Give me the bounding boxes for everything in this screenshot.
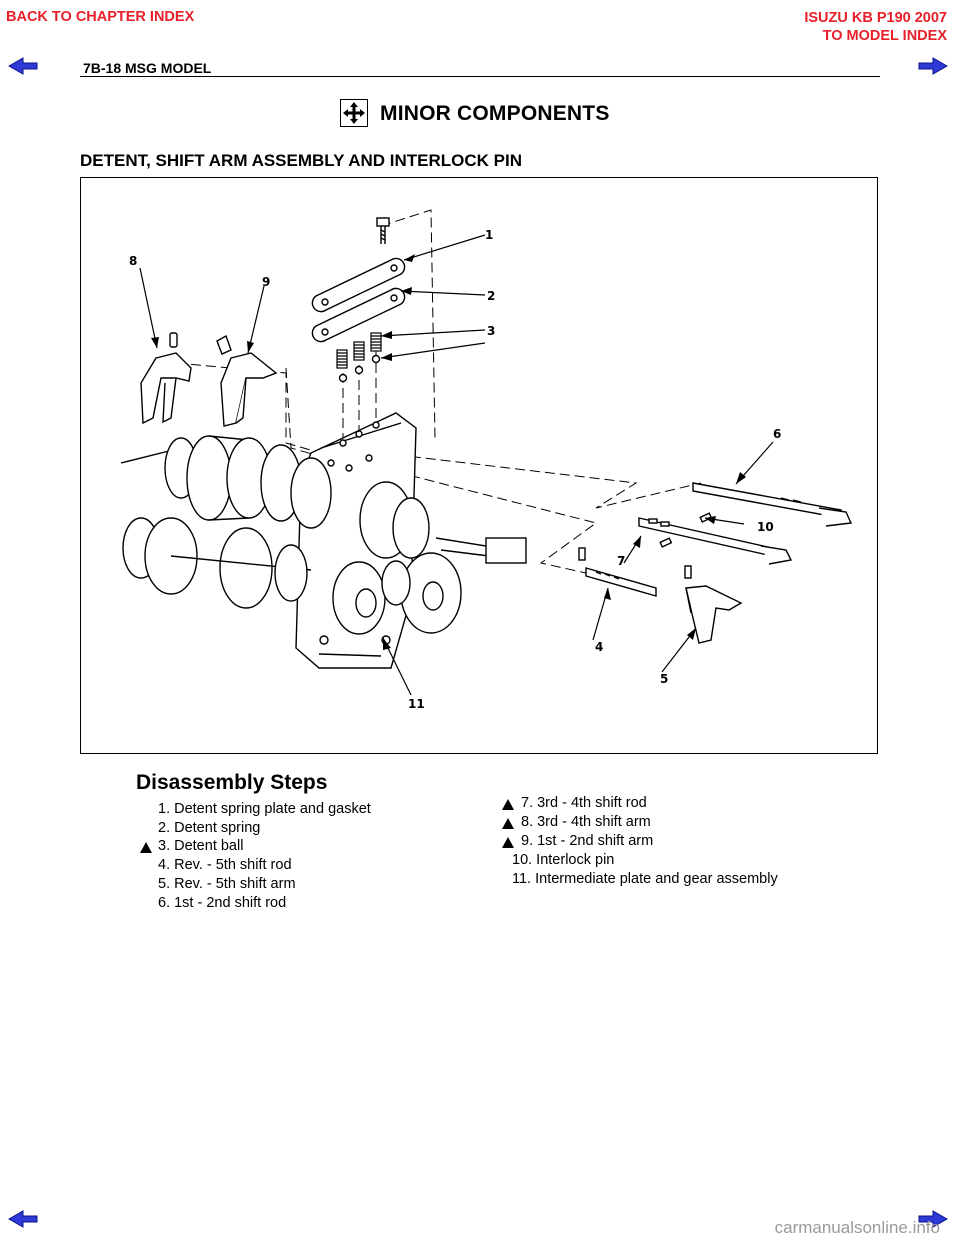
step-item: 2. Detent spring (158, 820, 261, 836)
callout-3: 3 (487, 324, 496, 338)
section-title: MINOR COMPONENTS (380, 102, 610, 125)
model-nav: ISUZU KB P190 2007 TO MODEL INDEX (804, 9, 947, 45)
step-item: 6. 1st - 2nd shift rod (158, 895, 287, 911)
move-arrows-icon (340, 99, 368, 127)
step-item: 9. 1st - 2nd shift arm (521, 833, 654, 849)
back-to-chapter-index-link[interactable]: BACK TO CHAPTER INDEX (6, 9, 195, 25)
exploded-view-drawing (120, 209, 853, 696)
callout-9: 9 (262, 275, 271, 289)
header-rule (80, 76, 880, 77)
page-header-label: 7B-18 MSG MODEL (83, 60, 212, 76)
shift-rod-6 (692, 482, 853, 527)
callout-10: 10 (757, 520, 774, 534)
model-title-link[interactable]: ISUZU KB P190 2007 (804, 10, 947, 26)
triangle-marker-icon (140, 842, 152, 853)
step-item: 11. Intermediate plate and gear assembly (512, 871, 778, 887)
prev-page-arrow-icon[interactable] (8, 1210, 38, 1228)
callout-2: 2 (487, 289, 496, 303)
callout-5: 5 (660, 672, 669, 686)
step-item: 10. Interlock pin (512, 852, 615, 868)
shift-rod-7 (638, 517, 793, 565)
step-item: 4. Rev. - 5th shift rod (158, 857, 292, 873)
step-item: 3. Detent ball (158, 838, 244, 854)
next-page-arrow-icon[interactable] (918, 1210, 948, 1228)
triangle-marker-icon (502, 818, 514, 829)
callout-6: 6 (773, 427, 782, 441)
step-item: 1. Detent spring plate and gasket (158, 801, 371, 817)
step-item: 7. 3rd - 4th shift rod (521, 795, 647, 811)
triangle-marker-icon (502, 799, 514, 810)
shift-arm-5 (685, 585, 743, 644)
callout-1: 1 (485, 228, 494, 242)
triangle-marker-icon (502, 837, 514, 848)
output-gears (332, 481, 527, 635)
callout-11: 11 (408, 697, 425, 711)
watermark-text: carmanualsonline.info (774, 1218, 940, 1237)
next-page-arrow-icon[interactable] (918, 57, 948, 75)
callout-8: 8 (129, 254, 138, 268)
step-item: 8. 3rd - 4th shift arm (521, 814, 651, 830)
step-item: 5. Rev. - 5th shift arm (158, 876, 296, 892)
prev-page-arrow-icon[interactable] (8, 57, 38, 75)
shift-arm-8 (140, 332, 192, 425)
disassembly-steps-title: Disassembly Steps (136, 771, 328, 794)
callout-7: 7 (617, 554, 626, 568)
bolt-part (376, 217, 390, 244)
subsection-title: DETENT, SHIFT ARM ASSEMBLY AND INTERLOCK… (80, 151, 523, 170)
exploded-view-figure: 1 2 3 4 5 6 7 8 9 10 11 (80, 177, 878, 754)
main-gear-cluster (120, 435, 332, 609)
shift-arm-9 (216, 334, 278, 427)
to-model-index-link[interactable]: TO MODEL INDEX (822, 28, 947, 44)
callout-4: 4 (595, 640, 604, 654)
shift-rod-4 (585, 567, 657, 597)
